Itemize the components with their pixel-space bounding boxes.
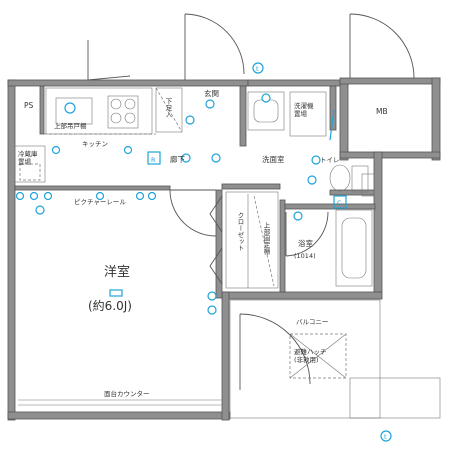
- shoe-storage-label: 下足入: [164, 98, 172, 118]
- t-symbol-bottom: t: [384, 433, 387, 441]
- exterior-walls: [7, 77, 441, 421]
- vertical-labels: 下足入 クローゼット 上部固定棚: [164, 98, 270, 256]
- western-room-label: 洋室: [104, 264, 130, 280]
- bathroom-label: 浴室: [298, 238, 313, 248]
- svg-text:冷蔵庫置場: 冷蔵庫置場: [18, 149, 38, 166]
- room-labels: PS MB 玄関 上部吊戸棚 キッチン 廊下 ピクチャーレール 洗面室 トイレ …: [24, 65, 388, 441]
- r-symbol-label: R: [151, 156, 156, 164]
- electrical-symbols: [15, 62, 392, 442]
- fridge-label: 冷蔵庫置場: [18, 149, 38, 166]
- top-cabinet-label: 上部吊戸棚: [54, 121, 87, 130]
- kitchen-fixtures: [14, 87, 183, 183]
- room-door: [169, 189, 217, 237]
- washer-label: 洗濯機置場: [294, 101, 314, 118]
- entrance-door: [87, 13, 415, 81]
- washroom-label: 洗面室: [262, 154, 285, 164]
- hatch-label: 避難ハッチ(非救用): [294, 347, 327, 364]
- hallway-label: 廊下: [170, 154, 185, 164]
- bath-size-label: (1014): [294, 252, 316, 260]
- svg-text:避難ハッチ(非救用): 避難ハッチ(非救用): [294, 347, 327, 364]
- mb-label: MB: [376, 107, 388, 116]
- balcony-area: [18, 313, 347, 406]
- western-room-size: (約6.0J): [88, 298, 132, 313]
- toilet-label: トイレ: [320, 156, 340, 164]
- entrance-label: 玄関: [204, 88, 219, 98]
- counter-label: 面台カウンター: [104, 389, 150, 398]
- bath-fixtures: [247, 91, 375, 287]
- closet-label: クローゼット: [236, 212, 244, 252]
- c-symbol-label: C: [337, 199, 342, 207]
- t-symbol-top: t: [256, 65, 259, 73]
- balcony-label: バルコニー: [296, 318, 328, 326]
- svg-text:洗濯機置場: 洗濯機置場: [294, 101, 314, 118]
- ps-label: PS: [24, 101, 34, 110]
- picture-rail-label: ピクチャーレール: [74, 198, 126, 206]
- kitchen-label: キッチン: [82, 140, 108, 148]
- top-shelf-label: 上部固定棚: [262, 221, 270, 256]
- closet: [209, 191, 279, 289]
